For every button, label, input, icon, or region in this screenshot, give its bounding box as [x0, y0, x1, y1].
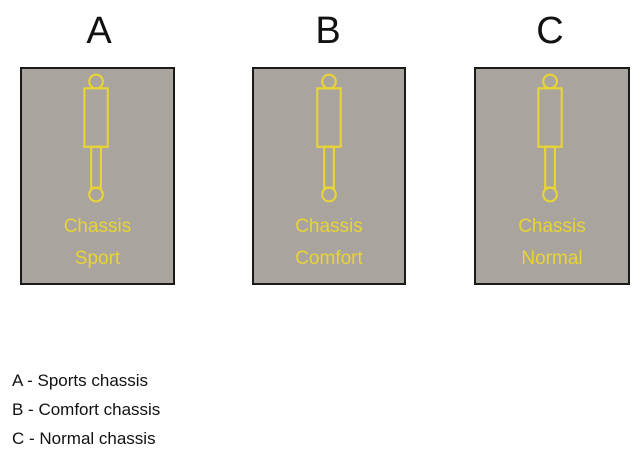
- switch-label-line1: Chassis: [518, 216, 586, 237]
- switch-button-sport[interactable]: Chassis Sport: [20, 67, 175, 285]
- shock-absorber-icon: [537, 73, 563, 203]
- shock-absorber-icon: [83, 73, 109, 203]
- legend-item-c: C - Normal chassis: [12, 429, 156, 448]
- shock-absorber-icon: [316, 73, 342, 203]
- legend-item-a: A - Sports chassis: [12, 371, 149, 390]
- panel-letter-a: A: [86, 10, 112, 52]
- switch-label-line2: Comfort: [295, 248, 363, 269]
- switch-label-line1: Chassis: [63, 216, 132, 237]
- switch-button-normal[interactable]: Chassis Normal: [474, 67, 630, 285]
- switch-label-line2: Sport: [74, 248, 121, 269]
- panel-letter-c: C: [536, 10, 564, 52]
- switch-label-line1: Chassis: [295, 216, 363, 237]
- switch-button-comfort[interactable]: Chassis Comfort: [252, 67, 406, 285]
- legend-item-b: B - Comfort chassis: [12, 400, 161, 419]
- panel-letter-b: B: [315, 10, 341, 52]
- legend: A - Sports chassis B - Comfort chassis C…: [12, 366, 160, 453]
- switch-label-line2: Normal: [521, 248, 583, 269]
